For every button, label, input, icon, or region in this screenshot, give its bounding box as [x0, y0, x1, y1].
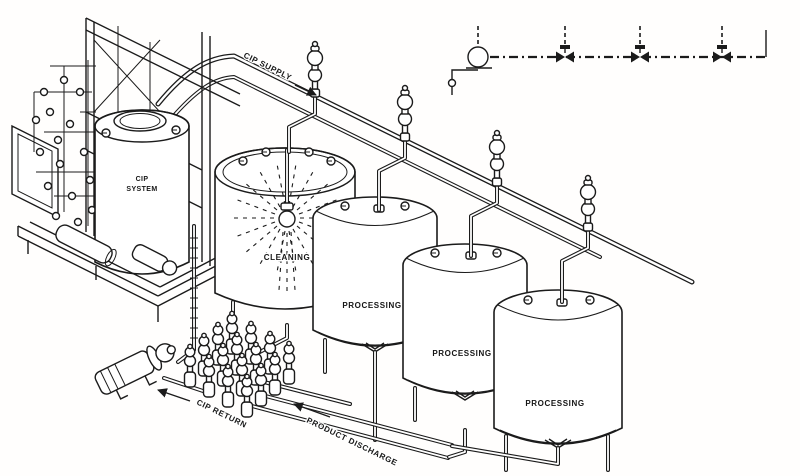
nozzle-icon	[326, 156, 336, 166]
mixproof-valve-icon-1	[306, 40, 324, 98]
legend-valve-icon-1	[555, 44, 575, 64]
processing-tank-2-label: PROCESSING	[432, 349, 491, 358]
mixproof-valve-icon-2	[396, 84, 414, 142]
nozzle-icon	[492, 248, 502, 258]
cip-supply-arrow	[294, 84, 317, 96]
cip-supply-header	[155, 53, 695, 285]
processing-tank-1-label: PROCESSING	[342, 301, 401, 310]
skid-piping-cluster	[31, 60, 97, 227]
mixproof-valve-icon-3	[488, 129, 506, 187]
nozzle-icon	[585, 295, 595, 305]
nozzle-icon	[523, 295, 533, 305]
mixproof-valve-icon-4	[579, 174, 597, 232]
skid-heat-exchanger	[55, 224, 117, 267]
legend-schematic	[447, 26, 767, 95]
cip-tank-label-line1: CIP	[136, 176, 149, 183]
spray-ball-icon	[278, 210, 296, 228]
cip-return-label: CIP RETURN	[195, 398, 248, 430]
legend-valve-icon-3	[712, 44, 732, 64]
cip-system-tank: CIP SYSTEM	[94, 109, 190, 275]
cip-skid: CIP SYSTEM	[11, 17, 259, 322]
legend-valve-icon-2	[630, 44, 650, 64]
cip-return-arrow	[157, 388, 191, 402]
manway-icon	[113, 110, 167, 132]
nozzle-icon	[238, 156, 248, 166]
processing-tank-3-label: PROCESSING	[525, 399, 584, 408]
product-discharge-callout: PRODUCT DISCHARGE	[293, 402, 400, 469]
lower-header	[168, 75, 602, 259]
nozzle-icon	[101, 128, 111, 138]
processing-tank-3: PROCESSING	[493, 289, 623, 472]
legend-branch-dashes	[477, 26, 723, 46]
legend-pump-icon	[447, 46, 492, 95]
skid-pump-icon	[131, 244, 178, 276]
product-discharge-arrow	[293, 402, 331, 418]
cip-tank-label-line2: SYSTEM	[126, 186, 157, 193]
nozzle-icon	[430, 248, 440, 258]
supply-drop-pipes	[287, 95, 590, 304]
cip-return-pump	[94, 343, 176, 400]
legend-drain-valve-icon	[447, 78, 457, 88]
nozzle-icon	[261, 147, 271, 157]
nozzle-icon	[400, 201, 410, 211]
nozzle-icon	[304, 147, 314, 157]
cip-return-callout: CIP RETURN	[157, 388, 250, 431]
nozzle-icon	[171, 125, 181, 135]
cleaning-tank-label: CLEANING	[264, 253, 311, 262]
nozzle-icon	[340, 201, 350, 211]
